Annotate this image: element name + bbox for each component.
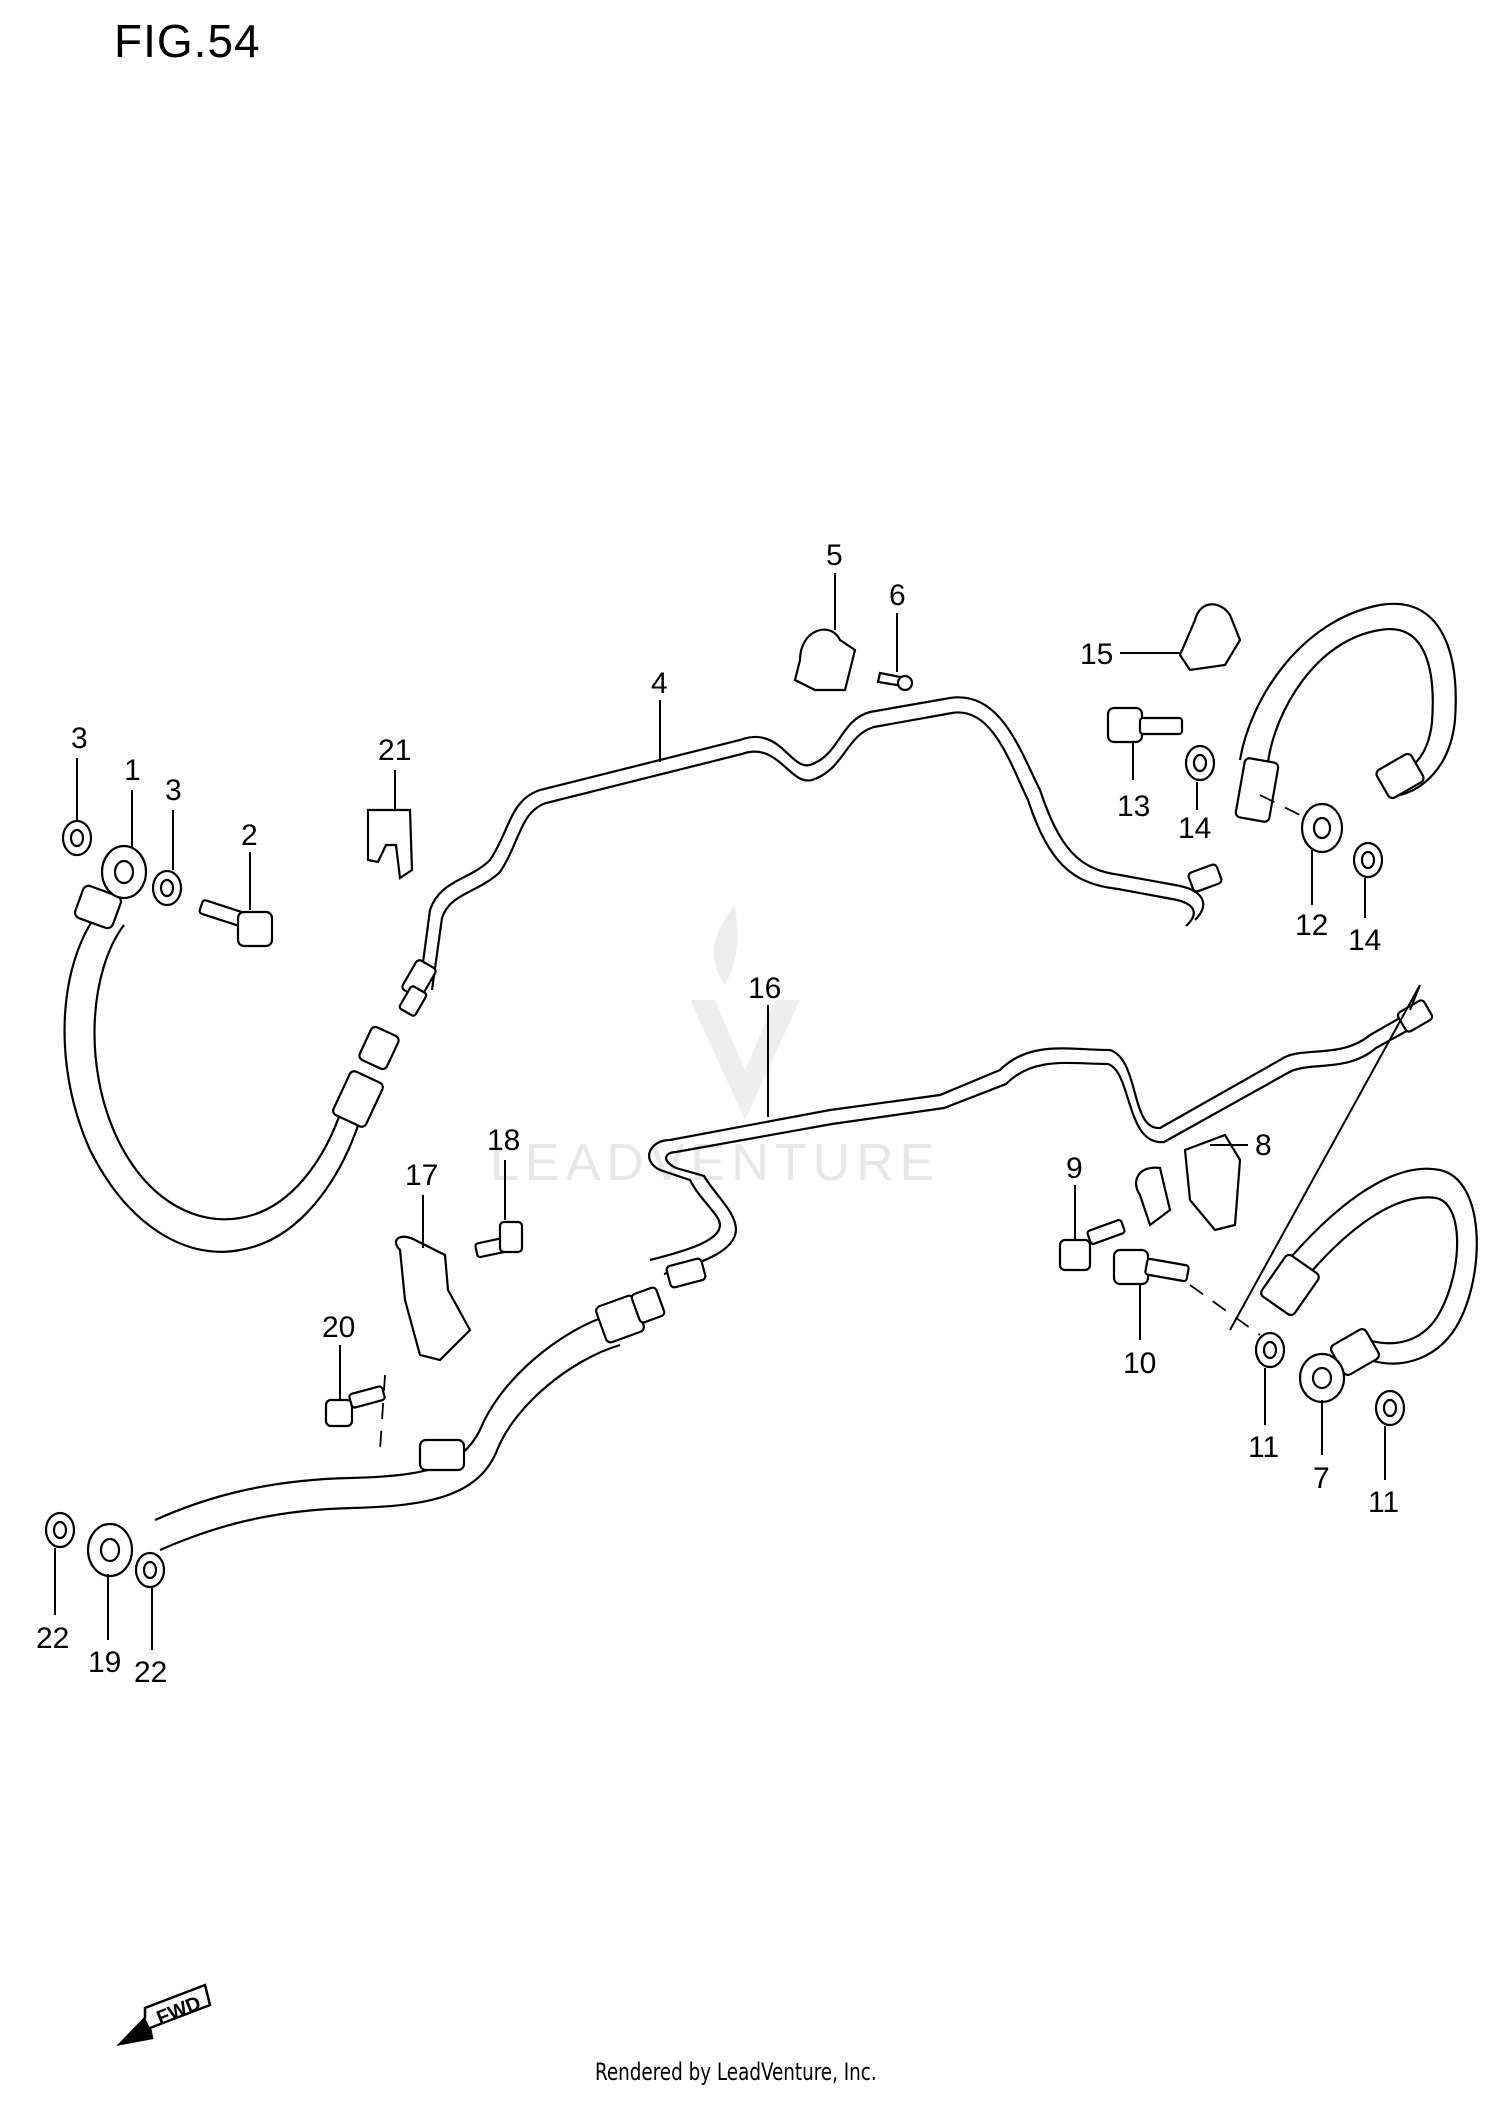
callout-6: 6: [889, 579, 906, 612]
union-bolt-10: [1112, 1248, 1190, 1286]
watermark-text: LEADVENTURE: [490, 1134, 940, 1192]
clip-19: [366, 808, 414, 880]
hose-20: [86, 1286, 666, 1578]
callout-5: 5: [826, 539, 843, 572]
callout-14: 14: [1348, 924, 1381, 957]
callout-22: 22: [134, 1656, 167, 1689]
bolt-9: [1058, 1219, 1126, 1272]
callout-12: 12: [1295, 909, 1328, 942]
callout-10: 10: [1123, 1347, 1156, 1380]
figure-title: FIG.54: [114, 15, 261, 67]
bolt-18: [474, 1220, 524, 1259]
callout-9: 9: [1066, 1152, 1083, 1185]
clamp-17: [394, 1235, 472, 1362]
callout-21: 20: [322, 1311, 355, 1344]
hose-7: [1189, 984, 1478, 1404]
hose-1: [63, 844, 400, 1253]
callout-15: 15: [1080, 638, 1113, 671]
callout-17: 17: [405, 1159, 438, 1192]
callout-1: 1: [124, 754, 141, 787]
pipe-4: [398, 696, 1223, 1017]
callout-13: 13: [1117, 790, 1150, 823]
callout-19: 21: [378, 734, 411, 767]
callout-7: 7: [1313, 1462, 1330, 1495]
leader-lines: [54, 573, 1386, 1650]
hose-12: [1234, 602, 1457, 854]
bolt-21: [324, 1385, 386, 1428]
callout-11: 11: [1248, 1431, 1279, 1464]
callout-16: 16: [748, 972, 781, 1005]
clamp-5: [793, 628, 857, 692]
fwd-direction-arrow: FWD: [116, 1983, 212, 2046]
callout-4: 4: [651, 667, 668, 700]
callout-20: 19: [88, 1646, 121, 1679]
callout-11: 11: [1368, 1486, 1399, 1519]
callout-labels: 3 1 3 2 4 5 6 21 15 13 14 12 14 16 8 9 1…: [36, 539, 1399, 1689]
union-bolt-13: [1106, 706, 1184, 744]
clamp-8: [1183, 1133, 1242, 1232]
clamp-15: [1178, 603, 1242, 672]
callout-2: 2: [241, 819, 258, 852]
render-credit: Rendered by LeadVenture, Inc.: [595, 2058, 877, 2086]
callout-18: 18: [487, 1124, 520, 1157]
callout-8: 8: [1255, 1129, 1272, 1162]
leadventure-watermark: LEADVENTURE: [490, 905, 940, 1192]
callout-3: 3: [165, 774, 182, 807]
union-bolt-2: [198, 899, 274, 948]
callout-22: 22: [36, 1622, 69, 1655]
callout-14: 14: [1178, 812, 1211, 845]
callout-3: 3: [71, 722, 88, 755]
